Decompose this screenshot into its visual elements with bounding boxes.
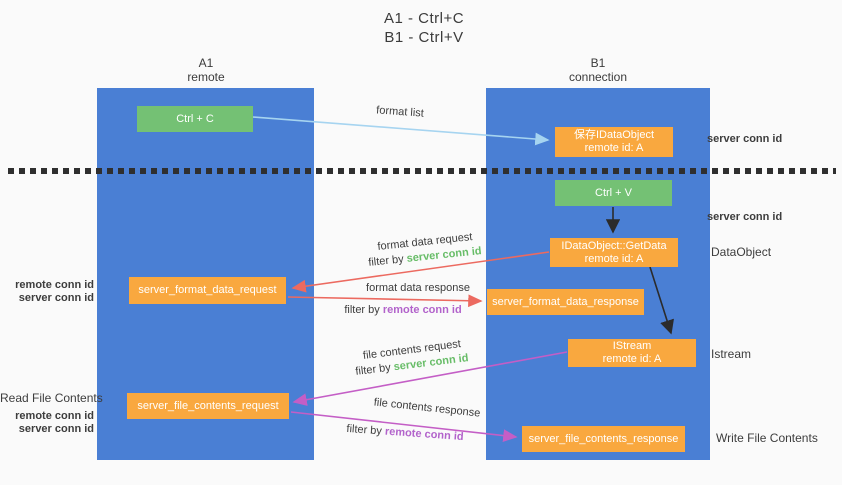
annotation-server-conn-id-2: server conn id — [18, 423, 94, 435]
remote-conn-id-text: remote conn id — [382, 304, 462, 316]
filter-by-text: filter by — [367, 252, 408, 269]
diagram-title-line1: A1 - Ctrl+C — [383, 10, 465, 27]
node-istream-line1: IStream — [612, 340, 652, 352]
edge-label-file-contents-response: file contents response — [373, 396, 481, 420]
filter-by-text: filter by — [346, 422, 386, 438]
node-server-file-contents-response: server_file_contents_response — [522, 426, 685, 452]
node-idataobject-getdata-line1: IDataObject::GetData — [561, 239, 667, 252]
node-server-format-data-response-label: server_format_data_response — [492, 295, 639, 308]
node-save-idataobject-line1: 保存IDataObject — [573, 129, 655, 141]
annotation-istream: Istream — [711, 347, 752, 361]
column-b1-name: B1 — [590, 56, 606, 70]
node-istream: IStream remote id: A — [568, 339, 696, 367]
column-b1-subtitle: connection — [568, 70, 628, 84]
diagram-title-line2: B1 - Ctrl+V — [384, 29, 464, 46]
column-a1-name: A1 — [198, 56, 214, 70]
column-a1-subtitle: remote — [187, 70, 225, 84]
copy-paste-divider-line — [8, 168, 836, 174]
node-idataobject-getdata: IDataObject::GetData remote id: A — [550, 238, 678, 267]
edge-label-filter-remote-conn-2: filter by remote conn id — [325, 421, 486, 445]
annotation-server-conn-id-1: server conn id — [18, 292, 94, 304]
node-ctrl-v: Ctrl + V — [555, 180, 672, 206]
annotation-server-conn-id-top: server conn id — [707, 133, 783, 145]
node-server-file-contents-response-label: server_file_contents_response — [528, 432, 679, 445]
edge-label-format-list: format list — [375, 104, 425, 120]
node-istream-line2: remote id: A — [602, 353, 662, 365]
node-ctrl-c-label: Ctrl + C — [176, 112, 214, 125]
edge-label-filter-remote-conn-1: filter by remote conn id — [323, 304, 483, 317]
column-header-a1: A1 remote — [136, 56, 276, 84]
annotation-remote-conn-id-2: remote conn id — [15, 410, 94, 422]
node-save-idataobject-line2: remote id: A — [584, 142, 644, 154]
node-server-format-data-request: server_format_data_request — [129, 277, 286, 304]
annotation-write-file-contents: Write File Contents — [716, 431, 818, 445]
filter-by-text: filter by — [344, 304, 383, 316]
column-header-b1: B1 connection — [528, 56, 668, 84]
annotation-read-file-contents: Read File Contents — [0, 391, 103, 405]
node-save-idataobject: 保存IDataObject remote id: A — [555, 127, 673, 157]
node-ctrl-c: Ctrl + C — [137, 106, 253, 132]
remote-conn-id-text: remote conn id — [384, 425, 464, 444]
node-server-format-data-request-label: server_format_data_request — [138, 284, 277, 296]
node-server-file-contents-request: server_file_contents_request — [127, 393, 289, 419]
node-server-format-data-response: server_format_data_response — [487, 289, 644, 315]
edge-label-format-data-response: format data response — [366, 282, 470, 294]
filter-by-text: filter by — [354, 361, 395, 378]
annotation-dataobject: DataObject — [711, 245, 772, 259]
arrow-format-data-response — [287, 294, 483, 308]
annotation-remote-conn-id-1: remote conn id — [15, 279, 94, 291]
annotation-server-conn-id-mid: server conn id — [707, 211, 783, 223]
node-server-file-contents-request-label: server_file_contents_request — [137, 399, 279, 412]
node-idataobject-getdata-line2: remote id: A — [584, 252, 644, 265]
node-ctrl-v-label: Ctrl + V — [595, 186, 632, 199]
